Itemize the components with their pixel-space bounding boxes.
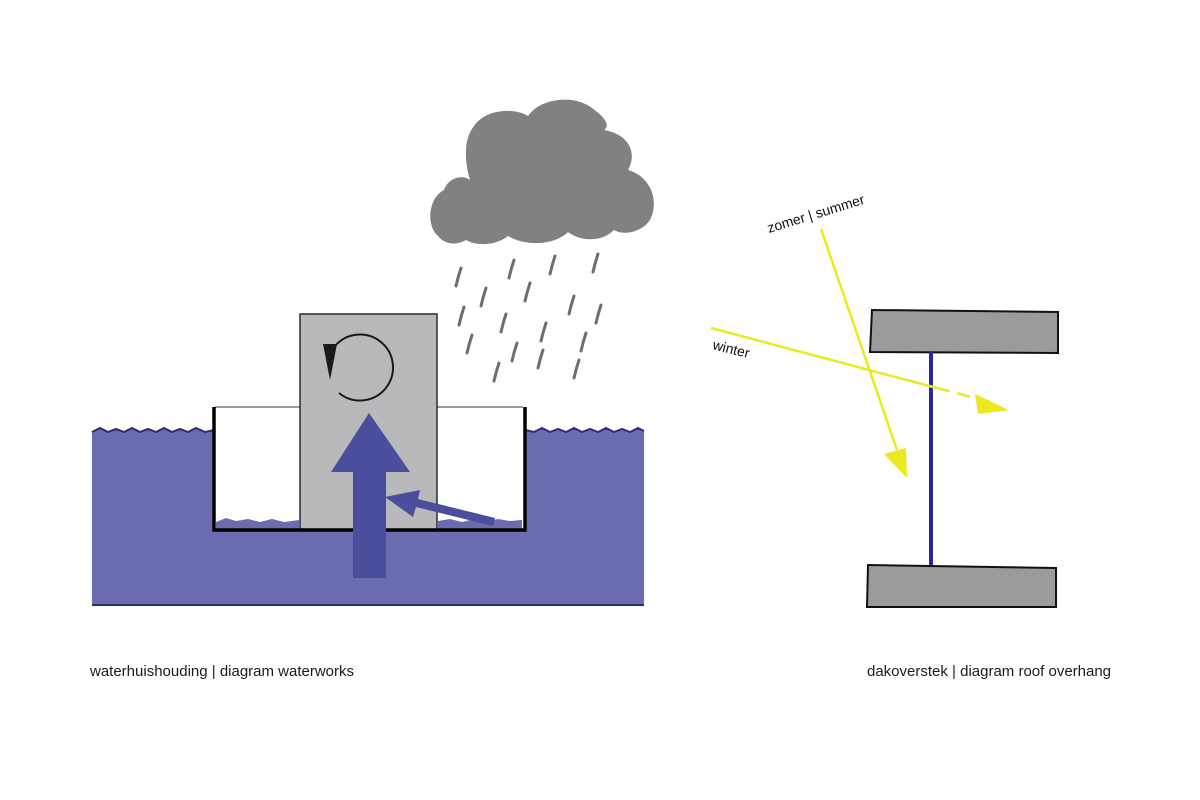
waterworks-caption: waterhuishouding | diagram waterworks [90, 663, 355, 680]
rain [454, 252, 603, 383]
circulation-arrowhead [323, 344, 337, 380]
floor-slab [865, 563, 1057, 608]
ground-water-surface-right [524, 426, 645, 434]
ground-water [92, 428, 644, 605]
winter-ray-solid [710, 326, 938, 390]
basin-water-left [216, 518, 299, 529]
cloud-icon [430, 99, 654, 245]
overhang-caption: dakoverstek | diagram roof overhang [867, 663, 1112, 680]
up-arrow-shaft [353, 470, 386, 578]
winter-label: winter [710, 336, 751, 361]
roof-slab [868, 308, 1059, 355]
up-arrow-head [331, 413, 410, 472]
winter-ray-arrowhead [975, 394, 1009, 414]
summer-ray [819, 228, 899, 451]
summer-label: zomer | summer [765, 191, 866, 236]
overhang-diagram: zomer | summer winter [710, 191, 1059, 608]
summer-ray-arrowhead [884, 448, 907, 478]
circulation-arrow [334, 333, 394, 402]
inflow-arrow [385, 490, 495, 526]
waterworks-diagram [91, 99, 654, 606]
basin-water-right [438, 519, 522, 529]
ground-water-surface-left [91, 426, 215, 434]
